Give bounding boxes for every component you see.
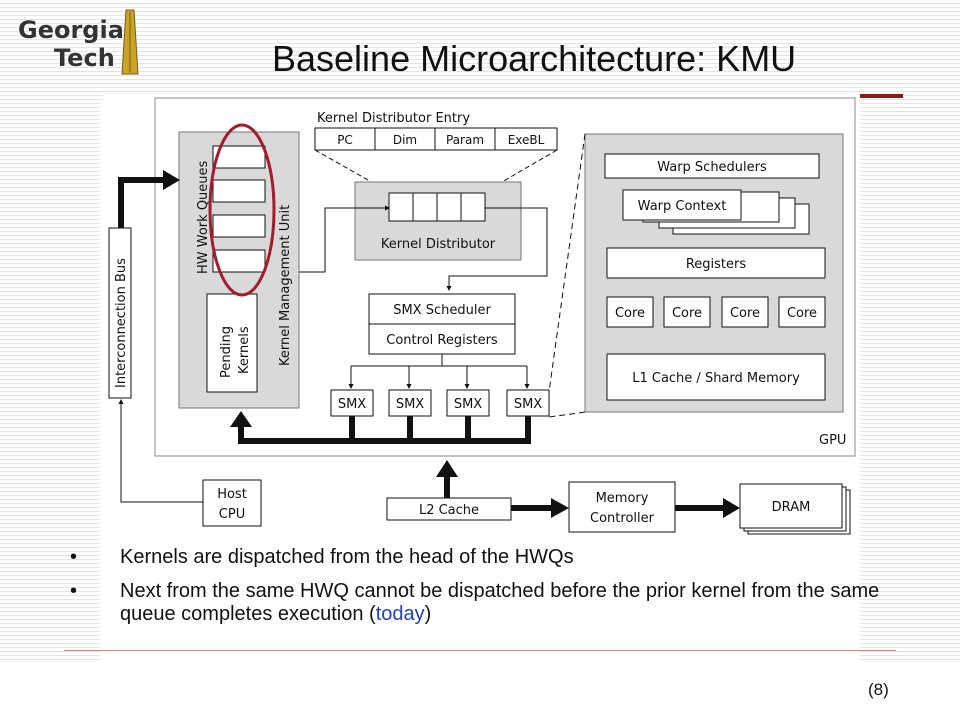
core-box-2: [663, 296, 711, 328]
kd-entry-1: [388, 192, 414, 222]
hw-work-queues-label: HW Work Queues: [196, 160, 211, 274]
hwq-slot-3: [212, 214, 266, 238]
smx-label-3: SMX: [454, 397, 482, 412]
host-cpu-box: [202, 479, 262, 527]
memory-controller-line2: Controller: [590, 511, 655, 526]
core-label-2: Core: [672, 306, 702, 321]
l2-to-mc-arrowhead: [551, 498, 569, 518]
smx-box-4: [506, 389, 550, 417]
smx-label-4: SMX: [514, 397, 542, 412]
kd-entry-4: [460, 192, 486, 222]
core-box-4: [778, 296, 826, 328]
warp-context-label: Warp Context: [638, 199, 727, 214]
core-box-3: [721, 296, 769, 328]
kmu-label: Kernel Management Unit: [278, 205, 293, 366]
slide-title: Baseline Microarchitecture: KMU: [272, 38, 797, 79]
bullet-dot-icon: •: [70, 580, 78, 602]
kde-field-pc-label: PC: [337, 133, 353, 147]
title-accent-rule: [855, 94, 903, 98]
georgia-tech-logo: Georgia Tech: [18, 9, 139, 75]
host-to-bus-arrow: [118, 399, 203, 503]
hwq-highlight-ellipse: [208, 123, 276, 297]
hwq-slot-2: [212, 179, 266, 203]
registers-box: [606, 247, 826, 279]
l1-cache-box: [606, 353, 826, 401]
hwq-slot-4: [212, 249, 266, 273]
kmu-to-kd-arrow: [299, 205, 390, 273]
registers-label: Registers: [686, 257, 747, 272]
core-label-3: Core: [730, 306, 760, 321]
kde-field-exebl: [494, 127, 558, 151]
memory-controller-box: [568, 481, 676, 533]
kde-dashed-right: [482, 149, 558, 194]
kde-field-param-label: Param: [446, 133, 484, 147]
l1-cache-label: L1 Cache / Shard Memory: [632, 371, 800, 386]
core-box-1: [606, 296, 654, 328]
page-number: (8): [868, 680, 889, 699]
bullet-highlight-today: today: [375, 603, 425, 625]
warp-context-box: [622, 189, 742, 221]
interconnection-bus-label: Interconnection Bus: [114, 258, 129, 388]
smx-scheduler-label: SMX Scheduler: [393, 303, 491, 318]
logo-line1: Georgia: [18, 16, 124, 44]
host-cpu-line1: Host: [217, 487, 247, 502]
gpu-label: GPU: [819, 433, 846, 448]
pending-kernels-line1: Pending: [219, 326, 234, 378]
pending-kernels-box: [206, 293, 258, 393]
bullet-item-1: • Kernels are dispatched from the head o…: [70, 546, 890, 569]
bus-to-kmu-thick: [118, 177, 167, 228]
kmu-diagram: GPU Kernel Distributor Entry PC Dim Para…: [103, 92, 860, 544]
dram-box: [739, 483, 843, 529]
l2-cache-label: L2 Cache: [419, 503, 479, 518]
kde-field-exebl-label: ExeBL: [508, 133, 545, 147]
pending-kernels-line2: Kernels: [237, 326, 252, 374]
kernel-distributor-label: Kernel Distributor: [381, 237, 496, 252]
kd-entry-3: [436, 192, 462, 222]
control-registers-label: Control Registers: [386, 333, 498, 348]
right-stripes: [860, 100, 960, 660]
kde-title: Kernel Distributor Entry: [317, 111, 470, 126]
kde-field-dim-label: Dim: [393, 133, 417, 147]
smx-label-1: SMX: [338, 397, 366, 412]
dram-label: DRAM: [772, 500, 811, 515]
memory-controller-line1: Memory: [596, 491, 649, 506]
left-stripes: [0, 100, 100, 660]
smx-bus-arrowhead: [230, 411, 252, 427]
bullet-text-1: Kernels are dispatched from the head of …: [120, 546, 574, 568]
l2-to-bus-arrowhead: [436, 460, 458, 477]
bullet-item-2: • Next from the same HWQ cannot be dispa…: [70, 580, 890, 626]
warp-schedulers-box: [604, 153, 820, 179]
smx-box-2: [388, 389, 432, 417]
bullet-list: • Kernels are dispatched from the head o…: [70, 546, 890, 637]
kd-to-scheduler-arrow: [446, 207, 548, 291]
bullet-text-2: Next from the same HWQ cannot be dispatc…: [120, 580, 880, 625]
header-stripes: [0, 0, 960, 100]
smx-dashed-bottom: [548, 411, 586, 418]
smx-dashed-top: [548, 133, 586, 393]
bullet-dot-icon: •: [70, 546, 78, 568]
hwq-slot-1: [212, 145, 266, 169]
kd-entry-2: [412, 192, 438, 222]
logo-line2: Tech: [54, 44, 115, 72]
control-registers-box: [368, 323, 516, 355]
host-cpu-line2: CPU: [219, 507, 245, 522]
core-label-1: Core: [615, 306, 645, 321]
bullet-text-2-end: ): [424, 603, 432, 625]
smx-label-2: SMX: [396, 397, 424, 412]
mc-to-dram-arrowhead: [723, 498, 740, 518]
warp-schedulers-label: Warp Schedulers: [657, 160, 767, 175]
core-label-4: Core: [787, 306, 817, 321]
bus-to-kmu-arrowhead: [163, 170, 180, 190]
footer-rule: [64, 650, 896, 651]
smx-box-1: [330, 389, 374, 417]
